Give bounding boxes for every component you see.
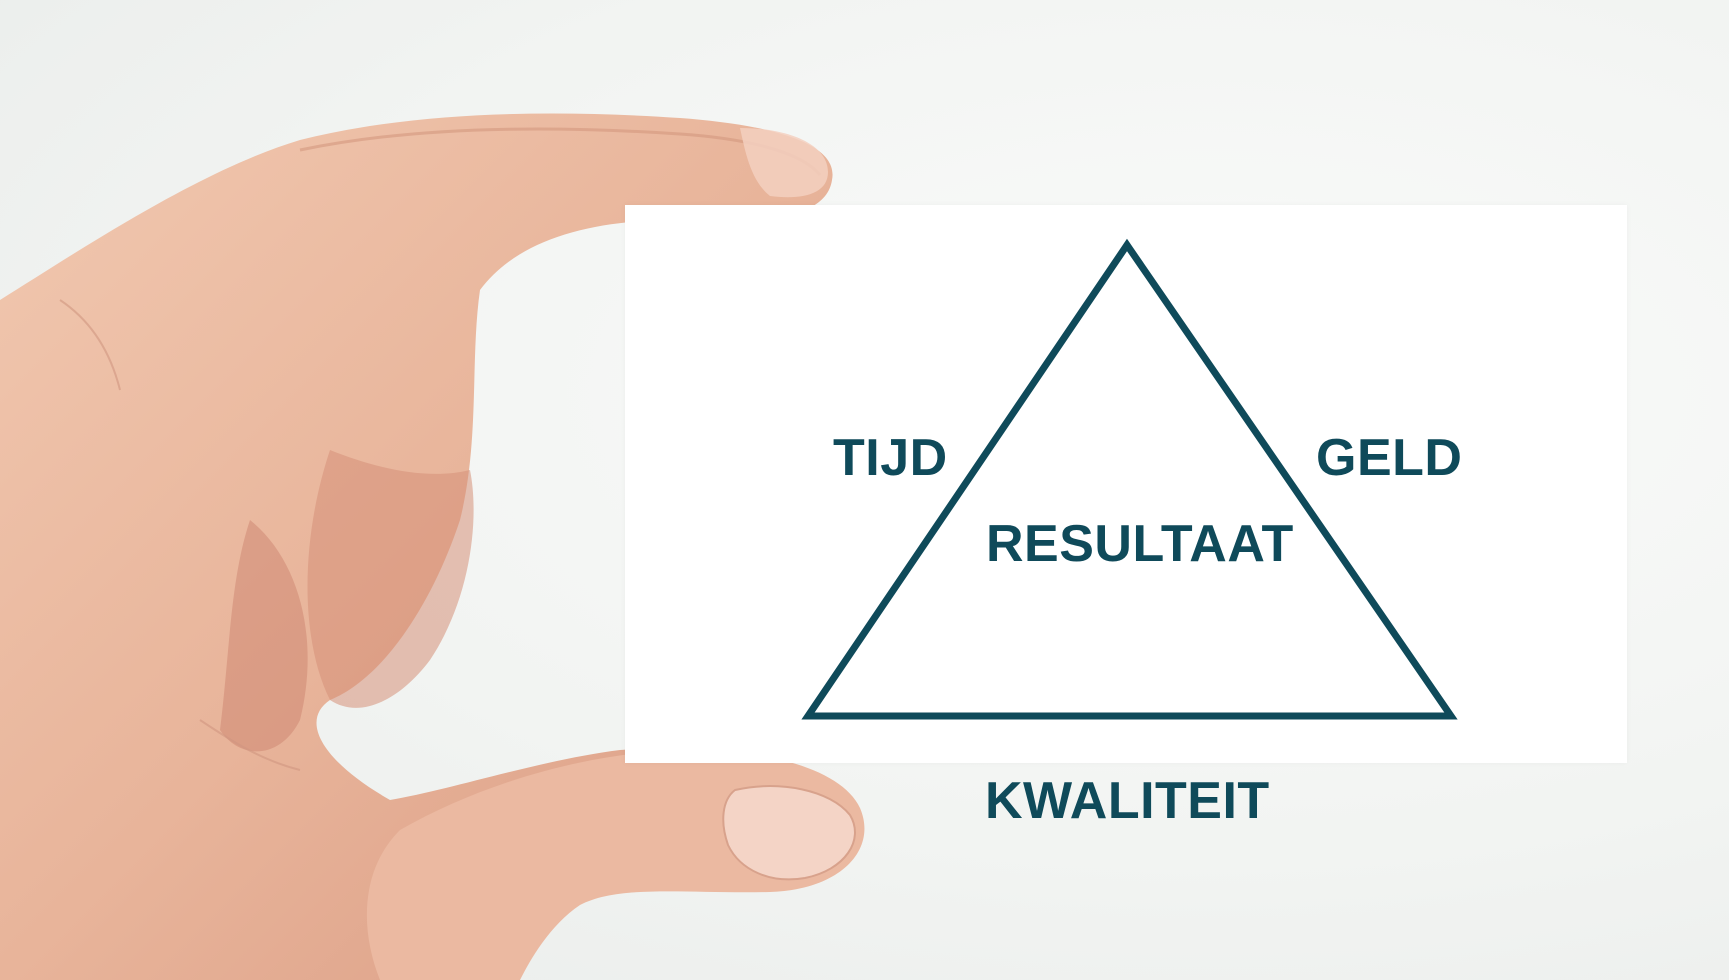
palm-fold	[220, 520, 308, 752]
knuckle-line	[199, 719, 301, 771]
white-card	[625, 205, 1627, 763]
money-label: GELD	[1316, 429, 1463, 487]
quality-label: KWALITEIT	[985, 772, 1270, 830]
finger-shadow	[307, 450, 474, 708]
index-fingernail	[740, 128, 828, 198]
triangle-outline	[801, 238, 1458, 720]
knuckle-line	[59, 299, 121, 391]
result-label: RESULTAAT	[986, 515, 1294, 573]
thumbnail	[722, 785, 856, 881]
time-label: TIJD	[833, 429, 948, 487]
